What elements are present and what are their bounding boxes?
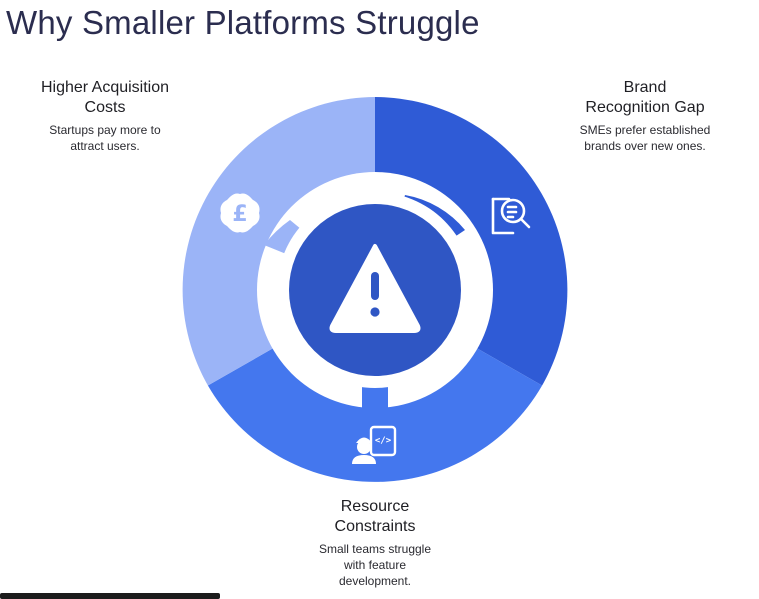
callout-brand-label: Brand Recognition Gap	[585, 79, 705, 116]
warning-triangle-icon	[329, 244, 421, 333]
svg-text:£: £	[232, 202, 247, 227]
callout-resource-constraints: Resource Constraints Small teams struggl…	[290, 497, 460, 589]
callout-costs-label: Higher Acquisition Costs	[40, 79, 170, 116]
svg-text:</>: </>	[375, 436, 392, 446]
page-title: Why Smaller Platforms Struggle	[6, 4, 480, 41]
bottom-scroll-bar[interactable]	[0, 593, 220, 599]
pound-coin-icon: £	[220, 193, 260, 233]
developer-code-icon: </>	[352, 425, 397, 464]
callout-resource-label: Resource Constraints	[334, 498, 416, 535]
callout-resource-description: Small teams struggle with feature develo…	[318, 542, 432, 588]
callout-acquisition-costs: Higher Acquisition Costs Startups pay mo…	[25, 78, 185, 154]
search-document-icon	[491, 197, 531, 235]
callout-costs-description: Startups pay more to attract users.	[49, 123, 161, 153]
callout-brand-description: SMEs prefer established brands over new …	[579, 123, 711, 153]
callout-brand-recognition: Brand Recognition Gap SMEs prefer establ…	[560, 78, 730, 154]
